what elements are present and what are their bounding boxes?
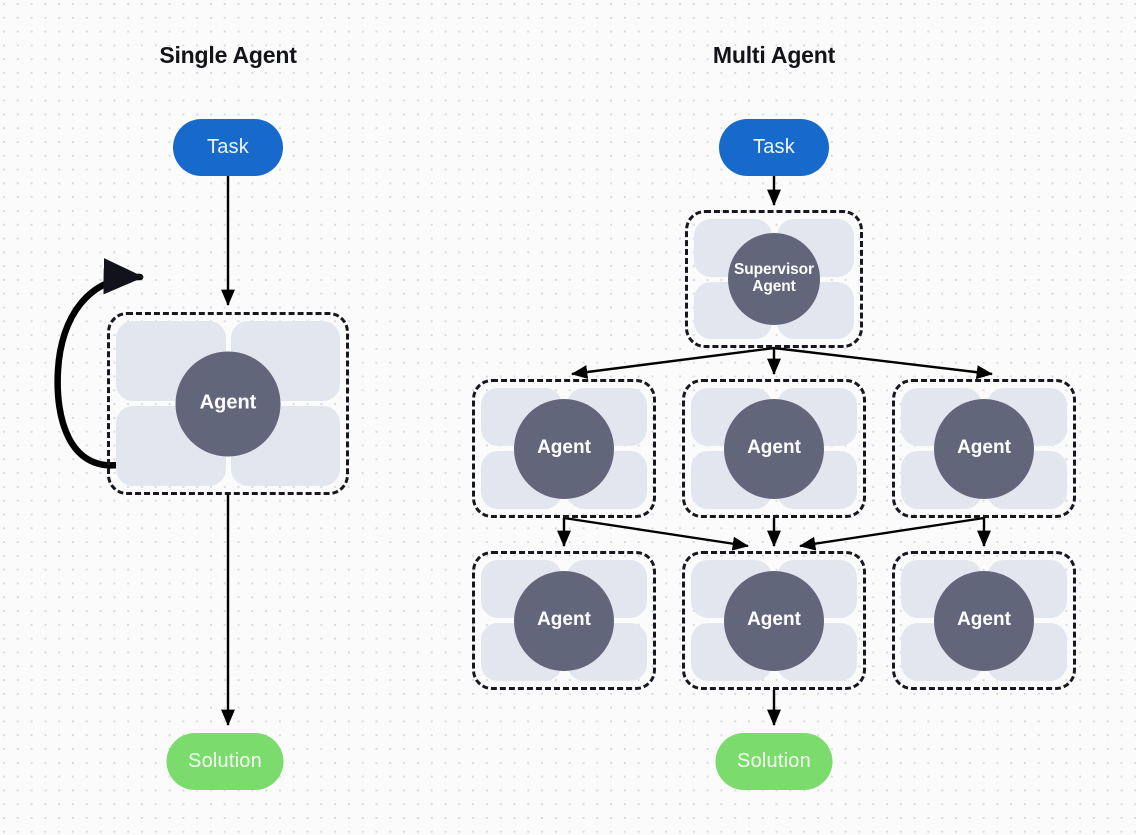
page-title-single-agent: Single Agent	[159, 42, 297, 68]
supervisor-label-line1: Supervisor	[734, 261, 814, 279]
solution-label: Solution	[737, 750, 811, 772]
agent-label: Agent	[957, 437, 1011, 459]
agent-box-bottom-3[interactable]: Agent	[892, 551, 1076, 690]
connector-supervisor-to-agent-m1	[571, 346, 775, 379]
agent-circle-middle-2[interactable]: Agent	[724, 398, 824, 499]
agent-box-middle-3[interactable]: Agent	[892, 379, 1076, 518]
agent-circle-middle-1[interactable]: Agent	[514, 398, 614, 499]
agent-box-middle-1[interactable]: Agent	[472, 379, 656, 518]
solution-label: Solution	[188, 750, 262, 772]
task-label: Task	[207, 136, 249, 158]
agent-label: Agent	[537, 437, 591, 459]
agent-circle-bottom-3[interactable]: Agent	[934, 570, 1034, 671]
agent-box-bottom-2[interactable]: Agent	[682, 551, 866, 690]
connector-supervisor-to-agent-m3	[773, 346, 993, 380]
agent-circle-supervisor[interactable]: Supervisor Agent	[728, 233, 820, 325]
agent-box-single[interactable]: Agent	[107, 312, 349, 495]
supervisor-label-line2: Agent	[752, 278, 796, 295]
agent-label: Agent	[747, 437, 801, 459]
agent-circle-bottom-2[interactable]: Agent	[724, 570, 824, 671]
agent-label: Agent	[747, 609, 801, 631]
agent-circle-single[interactable]: Agent	[175, 351, 281, 456]
agent-label: Agent	[199, 391, 257, 414]
agent-box-bottom-1[interactable]: Agent	[472, 551, 656, 690]
task-node-left[interactable]: Task	[173, 119, 283, 176]
agent-circle-middle-3[interactable]: Agent	[934, 398, 1034, 499]
agent-circle-bottom-1[interactable]: Agent	[514, 570, 614, 671]
solution-node-right[interactable]: Solution	[715, 733, 833, 790]
task-node-right[interactable]: Task	[719, 119, 829, 176]
page-title-multi-agent: Multi Agent	[712, 42, 836, 68]
agent-box-supervisor[interactable]: Supervisor Agent	[685, 210, 863, 348]
agent-box-middle-2[interactable]: Agent	[682, 379, 866, 518]
supervisor-label: Supervisor Agent	[734, 261, 814, 295]
solution-node-left[interactable]: Solution	[166, 733, 284, 790]
agent-label: Agent	[537, 609, 591, 631]
connector-agent-m1-to-b2	[563, 516, 749, 551]
agent-label: Agent	[957, 609, 1011, 631]
task-label: Task	[753, 136, 795, 158]
connector-agent-m3-to-b2	[799, 516, 985, 551]
